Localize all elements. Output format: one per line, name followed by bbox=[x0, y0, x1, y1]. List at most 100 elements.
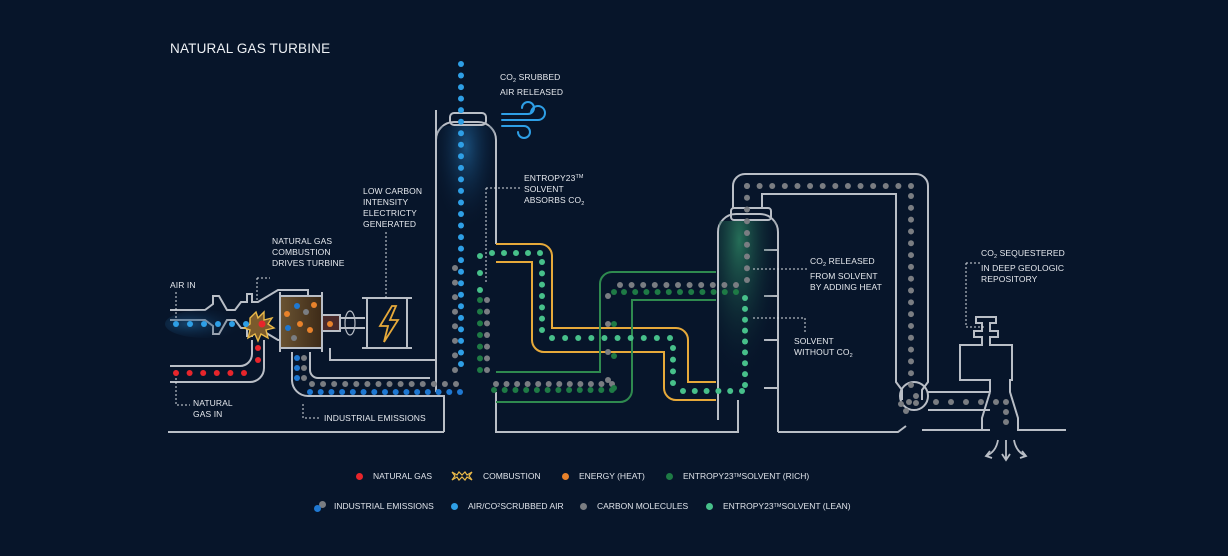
lean-solvent-dot bbox=[539, 281, 545, 288]
emission-dot bbox=[435, 389, 442, 395]
label-part: SRUBBED bbox=[516, 72, 561, 82]
emission-dot bbox=[364, 381, 371, 387]
carbon-dot bbox=[484, 343, 490, 350]
lean-solvent-dot bbox=[670, 380, 676, 386]
emission-dot bbox=[457, 389, 463, 395]
light-green-dot-icon bbox=[706, 502, 713, 510]
carbon-dot bbox=[733, 282, 739, 288]
lean-solvent-dot bbox=[477, 253, 483, 259]
carbon-dot bbox=[566, 381, 573, 387]
carbon-dot bbox=[906, 399, 912, 405]
label-part: ENTROPY23 bbox=[524, 173, 576, 183]
scrubbed-air-dot bbox=[458, 141, 464, 148]
scrubbed-air-dot bbox=[458, 361, 464, 367]
carbon-dot bbox=[452, 294, 458, 301]
orange-dot-icon bbox=[562, 472, 569, 480]
lean-solvent-dot bbox=[489, 250, 495, 256]
label-line: INTENSITY bbox=[363, 197, 409, 207]
carbon-dot bbox=[769, 183, 776, 189]
label-part: CO bbox=[981, 248, 994, 258]
carbon-dot bbox=[948, 399, 954, 405]
scrubbed-air-dot bbox=[458, 291, 464, 298]
rich-solvent-dot bbox=[598, 387, 605, 393]
carbon-dot bbox=[514, 381, 521, 387]
rich-solvent-dot bbox=[699, 289, 706, 295]
lean-solvent-dot bbox=[727, 388, 734, 394]
rich-solvent-dot bbox=[677, 289, 683, 295]
carbon-dot bbox=[503, 381, 510, 387]
emission-dot bbox=[386, 381, 393, 387]
natural-gas-dot bbox=[255, 345, 261, 351]
legend-label: ENERGY (HEAT) bbox=[579, 471, 645, 481]
carbon-dot bbox=[933, 399, 939, 405]
combustion-particle bbox=[285, 325, 291, 331]
rich-solvent-dot bbox=[733, 289, 739, 295]
carbon-dot bbox=[556, 381, 563, 387]
superscript: TM bbox=[733, 473, 742, 479]
rich-solvent-dot bbox=[566, 387, 573, 393]
carbon-dot bbox=[870, 183, 877, 189]
label-line: BY ADDING HEAT bbox=[810, 282, 882, 292]
page-title: NATURAL GAS TURBINE bbox=[170, 41, 331, 56]
scrubbed-air-dot bbox=[458, 164, 464, 171]
emission-dot bbox=[430, 381, 437, 387]
lean-solvent-dot bbox=[477, 270, 483, 276]
carbon-dot bbox=[913, 393, 919, 399]
carbon-dot bbox=[895, 183, 902, 189]
scrubbed-air-dot bbox=[458, 61, 464, 67]
rich-solvent-dot bbox=[688, 289, 695, 295]
carbon-dot bbox=[744, 218, 750, 225]
combustion-particle bbox=[327, 321, 333, 327]
carbon-dot bbox=[908, 240, 914, 247]
subscript: 2 bbox=[822, 262, 827, 268]
carbon-dot bbox=[675, 282, 681, 288]
carbon-dot bbox=[744, 183, 750, 189]
rich-solvent-dot bbox=[477, 343, 483, 350]
label-line: IN DEEP GEOLOGIC bbox=[981, 263, 1065, 273]
emission-dot bbox=[446, 389, 453, 395]
carbon-dot bbox=[908, 263, 914, 270]
emission-dot bbox=[320, 381, 327, 387]
carbon-dot bbox=[651, 282, 658, 288]
emission-dot bbox=[419, 381, 426, 387]
scrubbed-air-dot bbox=[458, 337, 464, 344]
label-air-in: AIR IN bbox=[170, 280, 196, 290]
label-line: NATURAL GAS bbox=[272, 236, 333, 246]
emission-dot bbox=[331, 381, 338, 387]
emission-dot bbox=[375, 381, 382, 387]
rich-solvent-dot bbox=[491, 387, 497, 393]
absorber-glow bbox=[437, 126, 495, 266]
rich-solvent-dot bbox=[654, 289, 661, 295]
combustion-particle bbox=[284, 311, 290, 317]
scrubbed-air-dot bbox=[458, 222, 464, 229]
emission-dot bbox=[441, 381, 448, 387]
label-line: NATURAL bbox=[193, 398, 233, 408]
carbon-dot bbox=[452, 308, 458, 315]
scrubbed-air-dot bbox=[458, 72, 464, 79]
emission-dot bbox=[294, 365, 300, 371]
scrubbed-air-dot bbox=[458, 349, 464, 356]
emission-dot bbox=[403, 389, 410, 395]
natural-gas-dot bbox=[186, 370, 193, 376]
rich-solvent-dot bbox=[576, 387, 583, 393]
emission-dot bbox=[382, 389, 388, 395]
carbon-dot bbox=[452, 323, 458, 330]
scrubbed-air-dot bbox=[458, 303, 464, 310]
label-part: CO bbox=[810, 256, 823, 266]
air-dot bbox=[173, 321, 179, 327]
carbon-dot bbox=[908, 204, 914, 211]
carbon-dot bbox=[908, 346, 914, 353]
carbon-dot bbox=[908, 334, 914, 341]
lean-solvent-dot bbox=[703, 388, 710, 394]
rich-solvent-dot bbox=[611, 385, 617, 391]
subscript: 2 bbox=[581, 201, 585, 207]
lean-solvent-dot bbox=[691, 388, 698, 394]
label-line: AIR RELEASED bbox=[500, 87, 564, 97]
subscript: 2 bbox=[993, 254, 998, 260]
blue-dot bbox=[314, 505, 321, 512]
carbon-dot bbox=[452, 367, 458, 373]
label-line: GAS IN bbox=[193, 409, 223, 419]
